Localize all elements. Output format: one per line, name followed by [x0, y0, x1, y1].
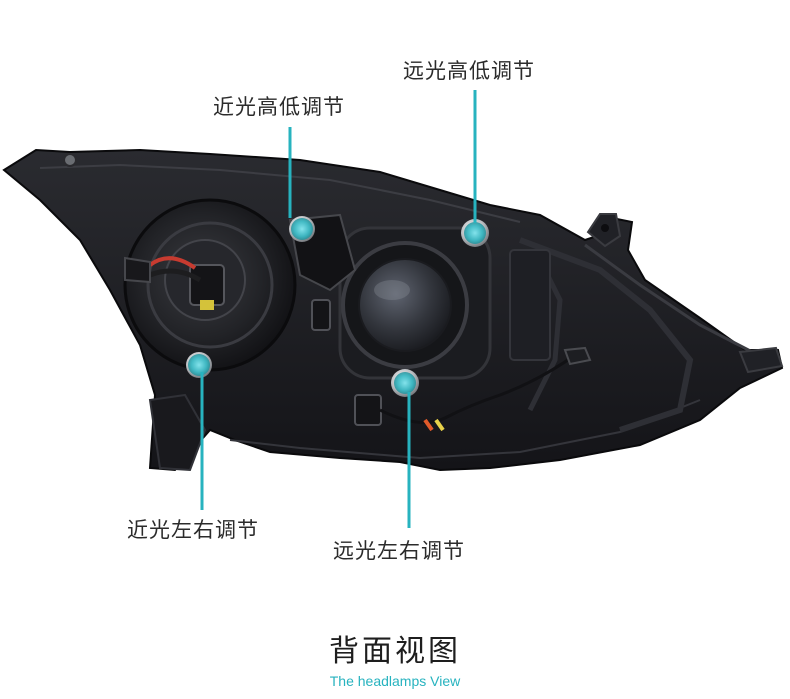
label-high-beam-horizontal-adjust: 远光左右调节	[333, 539, 465, 563]
page-title: 背面视图	[329, 634, 461, 669]
label-low-beam-horizontal-adjust: 近光左右调节	[127, 518, 259, 542]
high-beam-projector	[338, 226, 492, 380]
page-subtitle: The headlamps View	[329, 673, 461, 689]
callout-lines	[200, 90, 477, 528]
label-high-beam-vertical-adjust: 远光高低调节	[403, 59, 535, 83]
adjuster-markers	[186, 216, 489, 397]
label-low-beam-vertical-adjust: 近光高低调节	[213, 95, 345, 119]
low-beam-housing	[123, 198, 297, 372]
